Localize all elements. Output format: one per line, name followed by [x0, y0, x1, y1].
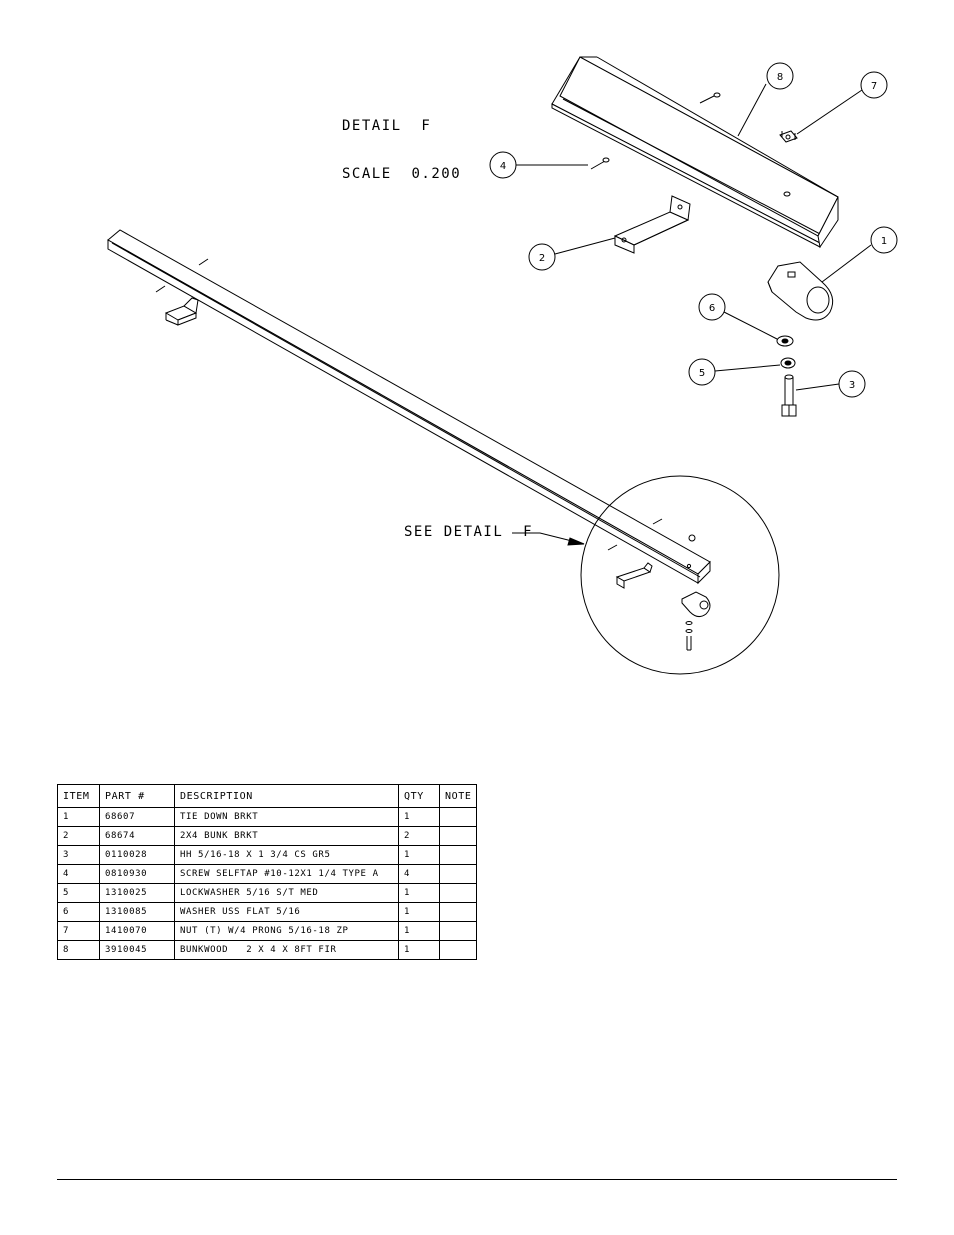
bom-cell-item: 1: [57, 807, 100, 827]
detail-bunk-bracket: [615, 562, 653, 589]
bom-cell-qty: 1: [398, 902, 440, 922]
bom-cell-description: NUT (T) W/4 PRONG 5/16-18 ZP: [174, 921, 399, 941]
see-detail-label: SEE DETAIL F: [404, 524, 534, 540]
bom-header-description: DESCRIPTION: [174, 784, 399, 808]
bom-cell-qty: 1: [398, 845, 440, 865]
bom-cell-qty: 4: [398, 864, 440, 884]
bom-cell-qty: 1: [398, 883, 440, 903]
bom-cell-description: TIE DOWN BRKT: [174, 807, 399, 827]
bom-cell-note: [438, 807, 478, 827]
balloon-4: [489, 151, 588, 179]
balloon-1: [821, 226, 898, 283]
bom-cell-description: BUNKWOOD 2 X 4 X 8FT FIR: [174, 940, 399, 960]
detail-circle: [512, 475, 780, 675]
detail-tie-down-bracket-large: [767, 261, 834, 321]
bom-cell-note: [438, 940, 478, 960]
balloon-label-4: 4: [500, 161, 506, 172]
balloon-label-5: 5: [699, 368, 705, 379]
bom-header-qty: QTY: [398, 784, 440, 808]
balloon-2: [528, 237, 616, 271]
bom-cell-part: 68674: [99, 826, 175, 846]
detail-title: DETAIL F SCALE 0.200: [342, 86, 461, 198]
bom-cell-part: 0110028: [99, 845, 175, 865]
bom-cell-note: [438, 845, 478, 865]
balloon-label-2: 2: [539, 253, 545, 264]
balloon-3: [795, 370, 866, 398]
bom-header-note: NOTE: [438, 784, 478, 808]
bom-cell-item: 6: [57, 902, 100, 922]
detail-screws: [590, 92, 721, 170]
bom-header-part: PART #: [99, 784, 175, 808]
balloon-label-8: 8: [777, 72, 783, 83]
bom-cell-item: 5: [57, 883, 100, 903]
detail-title-line1: DETAIL F: [342, 118, 432, 134]
detail-t-nut: [779, 130, 798, 143]
balloon-8: [737, 62, 794, 137]
bom-cell-note: [438, 826, 478, 846]
bom-cell-part: 68607: [99, 807, 175, 827]
bom-cell-description: HH 5/16-18 X 1 3/4 CS GR5: [174, 845, 399, 865]
balloon-label-7: 7: [871, 81, 877, 92]
detail-2x4-bunk-bracket: [613, 195, 691, 254]
bom-cell-item: 4: [57, 864, 100, 884]
bom-header-item: ITEM: [57, 784, 100, 808]
balloon-6: [698, 293, 778, 340]
bom-cell-part: 0810930: [99, 864, 175, 884]
detail-tie-down-bracket: [681, 591, 711, 618]
detail-bunkwood: [551, 56, 839, 249]
bom-cell-description: WASHER USS FLAT 5/16: [174, 902, 399, 922]
bom-cell-qty: 1: [398, 807, 440, 827]
bom-cell-note: [438, 902, 478, 922]
bom-cell-part: 1410070: [99, 921, 175, 941]
bom-cell-description: 2X4 BUNK BRKT: [174, 826, 399, 846]
bom-cell-part: 3910045: [99, 940, 175, 960]
bom-cell-part: 1310085: [99, 902, 175, 922]
bom-cell-item: 2: [57, 826, 100, 846]
bom-cell-note: [438, 921, 478, 941]
detail-lockwasher: [780, 357, 796, 369]
bom-cell-note: [438, 883, 478, 903]
balloon-5: [688, 358, 781, 386]
bom-cell-item: 8: [57, 940, 100, 960]
bom-cell-description: SCREW SELFTAP #10-12X1 1/4 TYPE A: [174, 864, 399, 884]
detail-hex-bolt: [781, 374, 797, 417]
balloon-7: [796, 71, 888, 135]
bom-cell-item: 7: [57, 921, 100, 941]
bom-cell-qty: 2: [398, 826, 440, 846]
balloon-label-3: 3: [849, 380, 855, 391]
small-bunk-bracket: [164, 297, 199, 326]
bom-cell-description: LOCKWASHER 5/16 S/T MED: [174, 883, 399, 903]
footer-rule: [57, 1179, 897, 1180]
bom-header-row: ITEM PART # DESCRIPTION QTY NOTE: [57, 784, 478, 808]
bom-cell-part: 1310025: [99, 883, 175, 903]
balloon-label-6: 6: [709, 303, 715, 314]
bom-cell-qty: 1: [398, 940, 440, 960]
detail-scale-line: SCALE 0.200: [342, 166, 462, 182]
balloon-label-1: 1: [881, 236, 887, 247]
bom-cell-qty: 1: [398, 921, 440, 941]
main-bunk-board: [107, 229, 711, 585]
bom-cell-note: [438, 864, 478, 884]
board-left-hardware: [155, 258, 209, 326]
bom-cell-item: 3: [57, 845, 100, 865]
detail-flat-washer: [776, 335, 794, 347]
